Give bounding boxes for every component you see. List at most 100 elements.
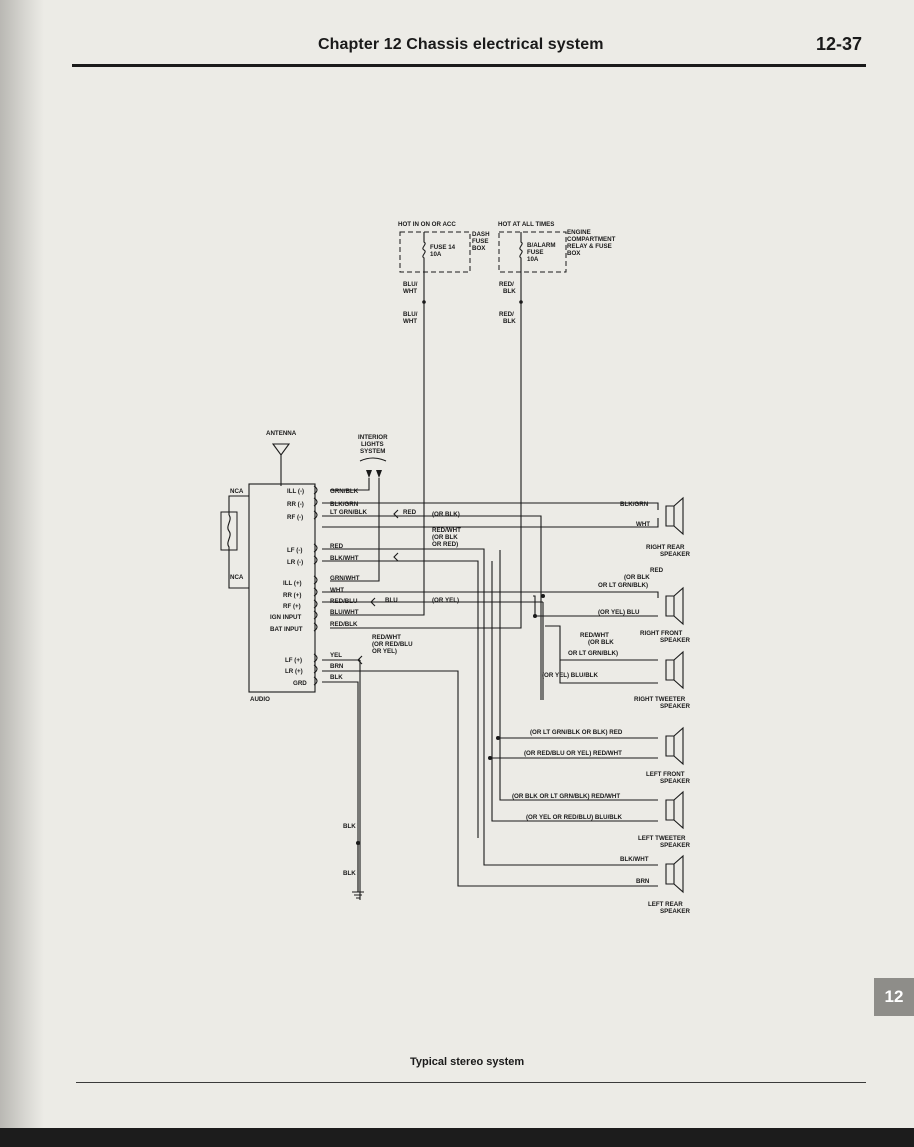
wire-red: RED (330, 543, 344, 550)
dash-fuse-box-label-3: BOX (472, 245, 486, 252)
speaker-rr-top-label: BLK/GRN (620, 501, 649, 508)
balarm-fuse-label-1: B/ALARM (527, 242, 556, 249)
nca-wires (228, 495, 249, 589)
chapter-tab: 12 (874, 978, 914, 1016)
footer-rule (76, 1082, 866, 1083)
speaker-rf-top-label-2: (OR BLK (624, 574, 650, 581)
interior-lights-bracket (359, 457, 387, 462)
connector-brackets (313, 485, 318, 686)
rf-speaker-link (533, 595, 658, 617)
wire-red-wht-or-2: (OR RED/BLU (372, 641, 413, 648)
speaker-rf-bottom-label: (OR YEL) BLU (598, 609, 640, 616)
wire-blu-mid: BLU (385, 597, 398, 604)
wire-red-wht-2: (OR BLK (432, 534, 458, 541)
speaker-lr-name-2: SPEAKER (660, 908, 690, 915)
speaker-lr-bottom-label: BRN (636, 878, 650, 885)
lr-pos-wire (322, 670, 658, 887)
dash-fuse-box-label-2: FUSE (472, 238, 489, 245)
speaker-rtw-bottom-label: (OR YEL) BLU/BLK (542, 672, 598, 679)
junction-dot (488, 756, 492, 760)
pin-rr-neg: RR (-) (287, 501, 304, 508)
speaker-rtw-top-label-3: OR LT GRN/BLK) (568, 650, 618, 657)
ground-blk-2: BLK (343, 870, 356, 877)
fuse-right-wire-bottom-2: BLK (503, 318, 516, 325)
bat-input-wire (330, 275, 522, 629)
speaker-ltw-top-label: (OR BLK OR LT GRN/BLK) RED/WHT (512, 793, 620, 800)
fuse-14-label-1: FUSE 14 (430, 244, 456, 251)
speaker-rf-name-2: SPEAKER (660, 637, 690, 644)
speaker-right-tweeter: RED/WHT (OR BLK OR LT GRN/BLK) (OR YEL) … (542, 632, 690, 710)
speaker-rr-name-2: SPEAKER (660, 551, 690, 558)
fuse-14-symbol (422, 232, 426, 275)
speaker-icon (665, 650, 684, 690)
rtw-speaker-link (545, 625, 658, 684)
wire-red-wht-3: OR RED) (432, 541, 458, 548)
speaker-rf-name-1: RIGHT FRONT (640, 630, 682, 637)
pin-lf-pos: LF (+) (285, 657, 302, 664)
wire-red-mid: RED (403, 509, 417, 516)
junction-dot (496, 736, 500, 740)
fuse-right-wire-bottom-1: RED/ (499, 311, 514, 318)
ill-neg-wire (330, 478, 370, 491)
wire-blk-grn: BLK/GRN (330, 501, 359, 508)
antenna-icon (271, 443, 291, 486)
speaker-lf-top-label: (OR LT GRN/BLK OR BLK) RED (530, 729, 623, 736)
wire-crossover (393, 509, 399, 519)
chapter-title: Chapter 12 Chassis electrical system (318, 36, 604, 53)
audio-label: AUDIO (250, 696, 270, 703)
header-rule (72, 64, 866, 67)
wire-red-wht-or-3: OR YEL) (372, 648, 397, 655)
interior-lights-label-3: SYSTEM (360, 448, 385, 455)
speaker-right-rear: BLK/GRN WHT RIGHT REAR SPEAKER (620, 496, 690, 558)
rr-pos-wire-link (322, 518, 659, 528)
speaker-ltw-bottom-label: (OR YEL OR RED/BLU) BLU/BLK (526, 814, 623, 821)
engine-box-label-3: RELAY & FUSE (567, 243, 612, 250)
wire-grn-wht: GRN/WHT (330, 575, 360, 582)
speaker-ltw-name-2: SPEAKER (660, 842, 690, 849)
junction-dot (541, 594, 545, 598)
pin-ign-input: IGN INPUT (270, 614, 302, 621)
ground-icon (352, 843, 364, 899)
speaker-ltw-name-1: LEFT TWEETER (638, 835, 686, 842)
page-bottom-shadow (0, 1128, 914, 1147)
wire-crossover (370, 597, 376, 607)
ign-input-wire (330, 275, 425, 616)
engine-box-label-2: COMPARTMENT (567, 236, 616, 243)
ltw-speaker-bottom (491, 561, 658, 822)
pin-ill-pos: ILL (+) (283, 580, 302, 587)
speaker-lr-top-label: BLK/WHT (620, 856, 649, 863)
wire-blu-wht: BLU/WHT (330, 609, 359, 616)
engine-box-label-4: BOX (567, 250, 581, 257)
wire-brn: BRN (330, 663, 344, 670)
pin-lr-neg: LR (-) (287, 559, 303, 566)
wire-red-blk: RED/BLK (330, 621, 358, 628)
rr-neg-wire (322, 502, 659, 510)
wire-labels: GRN/BLK BLK/GRN LT GRN/BLK RED (OR BLK) … (330, 488, 461, 877)
balarm-fuse-label-3: 10A (527, 256, 539, 263)
wire-red-wht-or-1: RED/WHT (372, 634, 401, 641)
wire-crossover (357, 655, 363, 665)
speaker-rtw-name-2: SPEAKER (660, 703, 690, 710)
wire-grn-blk: GRN/BLK (330, 488, 359, 495)
speaker-rtw-top-label-1: RED/WHT (580, 632, 609, 639)
balarm-fuse-symbol (519, 232, 523, 275)
lf-pos-wire (322, 659, 361, 900)
engine-fuse-box-outline (498, 231, 567, 273)
page-number: 12-37 (816, 34, 863, 54)
speaker-left-tweeter: (OR BLK OR LT GRN/BLK) RED/WHT (OR YEL O… (512, 790, 690, 849)
fuse-right: HOT AT ALL TIMES ENGINE COMPARTMENT RELA… (498, 221, 616, 325)
wire-lt-grn-blk: LT GRN/BLK (330, 509, 368, 516)
speaker-rtw-top-label-2: (OR BLK (588, 639, 614, 646)
audio-pin-labels: ILL (-) RR (-) RF (-) LF (-) LR (-) ILL … (270, 488, 307, 687)
figure-caption: Typical stereo system (410, 1056, 525, 1068)
speaker-icon (665, 726, 684, 766)
fuse-left-heading: HOT IN ON OR ACC (398, 221, 456, 228)
engine-box-label-1: ENGINE (567, 229, 591, 236)
page-gutter-shadow (0, 0, 44, 1147)
speaker-lf-bottom-label: (OR RED/BLU OR YEL) RED/WHT (524, 750, 622, 757)
wire-or-yel: (OR YEL) (432, 597, 459, 604)
wire-crossover (393, 552, 399, 562)
dash-fuse-box-outline (399, 231, 471, 273)
wire-red-wht-1: RED/WHT (432, 527, 461, 534)
